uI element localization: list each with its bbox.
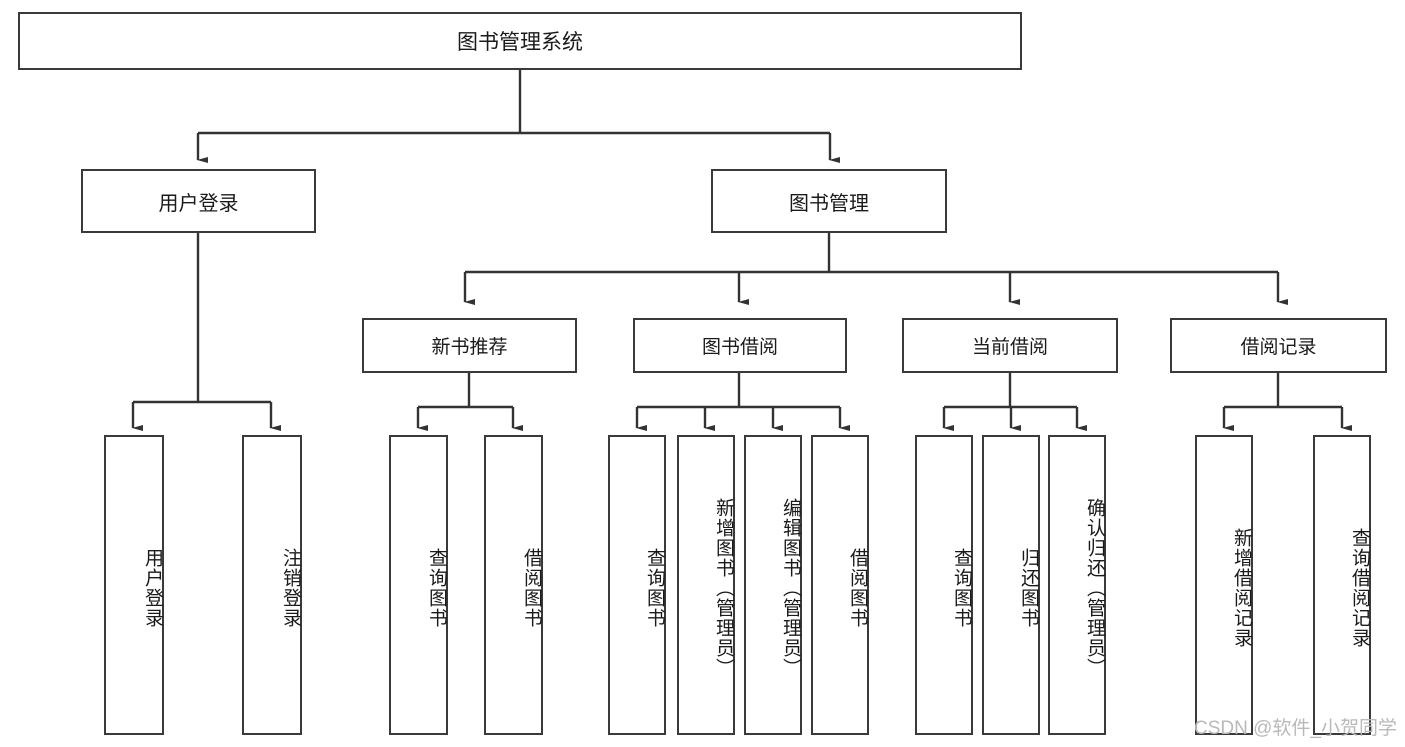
leaf-borrow-query-book[interactable]: 查询图书 xyxy=(608,435,666,735)
node-book-management[interactable]: 图书管理 xyxy=(711,169,947,233)
node-book-management-label: 图书管理 xyxy=(789,192,869,215)
leaf-borrow-add-book-admin-label: 新增图书（管理员） xyxy=(713,498,734,678)
node-root-label: 图书管理系统 xyxy=(457,31,583,54)
node-current-borrow[interactable]: 当前借阅 xyxy=(902,318,1118,373)
leaf-record-add-record[interactable]: 新增借阅记录 xyxy=(1195,435,1253,735)
node-new-book-recommend[interactable]: 新书推荐 xyxy=(362,318,577,373)
node-new-book-recommend-label: 新书推荐 xyxy=(431,337,508,358)
leaf-current-return-book-label: 归还图书 xyxy=(1018,548,1039,628)
node-book-borrow-label: 图书借阅 xyxy=(701,337,778,358)
leaf-current-confirm-return-admin[interactable]: 确认归还（管理员） xyxy=(1048,435,1106,735)
node-user-login-label: 用户登录 xyxy=(158,192,239,215)
leaf-record-query-record-label: 查询借阅记录 xyxy=(1349,528,1370,648)
leaf-borrow-borrow-book[interactable]: 借阅图书 xyxy=(811,435,869,735)
leaf-record-add-record-label: 新增借阅记录 xyxy=(1231,528,1252,648)
leaf-current-confirm-return-admin-label: 确认归还（管理员） xyxy=(1084,498,1105,678)
node-user-login[interactable]: 用户登录 xyxy=(81,169,316,233)
leaf-user-login-logout-label: 注销登录 xyxy=(280,548,301,628)
leaf-new-book-query-label: 查询图书 xyxy=(426,548,447,628)
leaf-current-query-book[interactable]: 查询图书 xyxy=(915,435,973,735)
node-current-borrow-label: 当前借阅 xyxy=(971,337,1048,358)
leaf-new-book-query[interactable]: 查询图书 xyxy=(389,435,448,735)
leaf-borrow-add-book-admin[interactable]: 新增图书（管理员） xyxy=(677,435,735,735)
leaf-user-login-login-label: 用户登录 xyxy=(142,548,163,628)
leaf-current-return-book[interactable]: 归还图书 xyxy=(982,435,1040,735)
leaf-record-query-record[interactable]: 查询借阅记录 xyxy=(1313,435,1371,735)
leaf-borrow-borrow-book-label: 借阅图书 xyxy=(847,548,868,628)
node-root[interactable]: 图书管理系统 xyxy=(18,12,1022,70)
leaf-borrow-query-book-label: 查询图书 xyxy=(644,548,665,628)
leaf-user-login-logout[interactable]: 注销登录 xyxy=(242,435,302,735)
leaf-borrow-edit-book-admin-label: 编辑图书（管理员） xyxy=(780,498,801,678)
leaf-current-query-book-label: 查询图书 xyxy=(951,548,972,628)
leaf-new-book-borrow-label: 借阅图书 xyxy=(521,548,542,628)
leaf-user-login-login[interactable]: 用户登录 xyxy=(104,435,164,735)
node-borrow-record[interactable]: 借阅记录 xyxy=(1170,318,1387,373)
leaf-new-book-borrow[interactable]: 借阅图书 xyxy=(484,435,543,735)
node-borrow-record-label: 借阅记录 xyxy=(1240,337,1317,358)
node-book-borrow[interactable]: 图书借阅 xyxy=(633,318,847,373)
leaf-borrow-edit-book-admin[interactable]: 编辑图书（管理员） xyxy=(744,435,802,735)
